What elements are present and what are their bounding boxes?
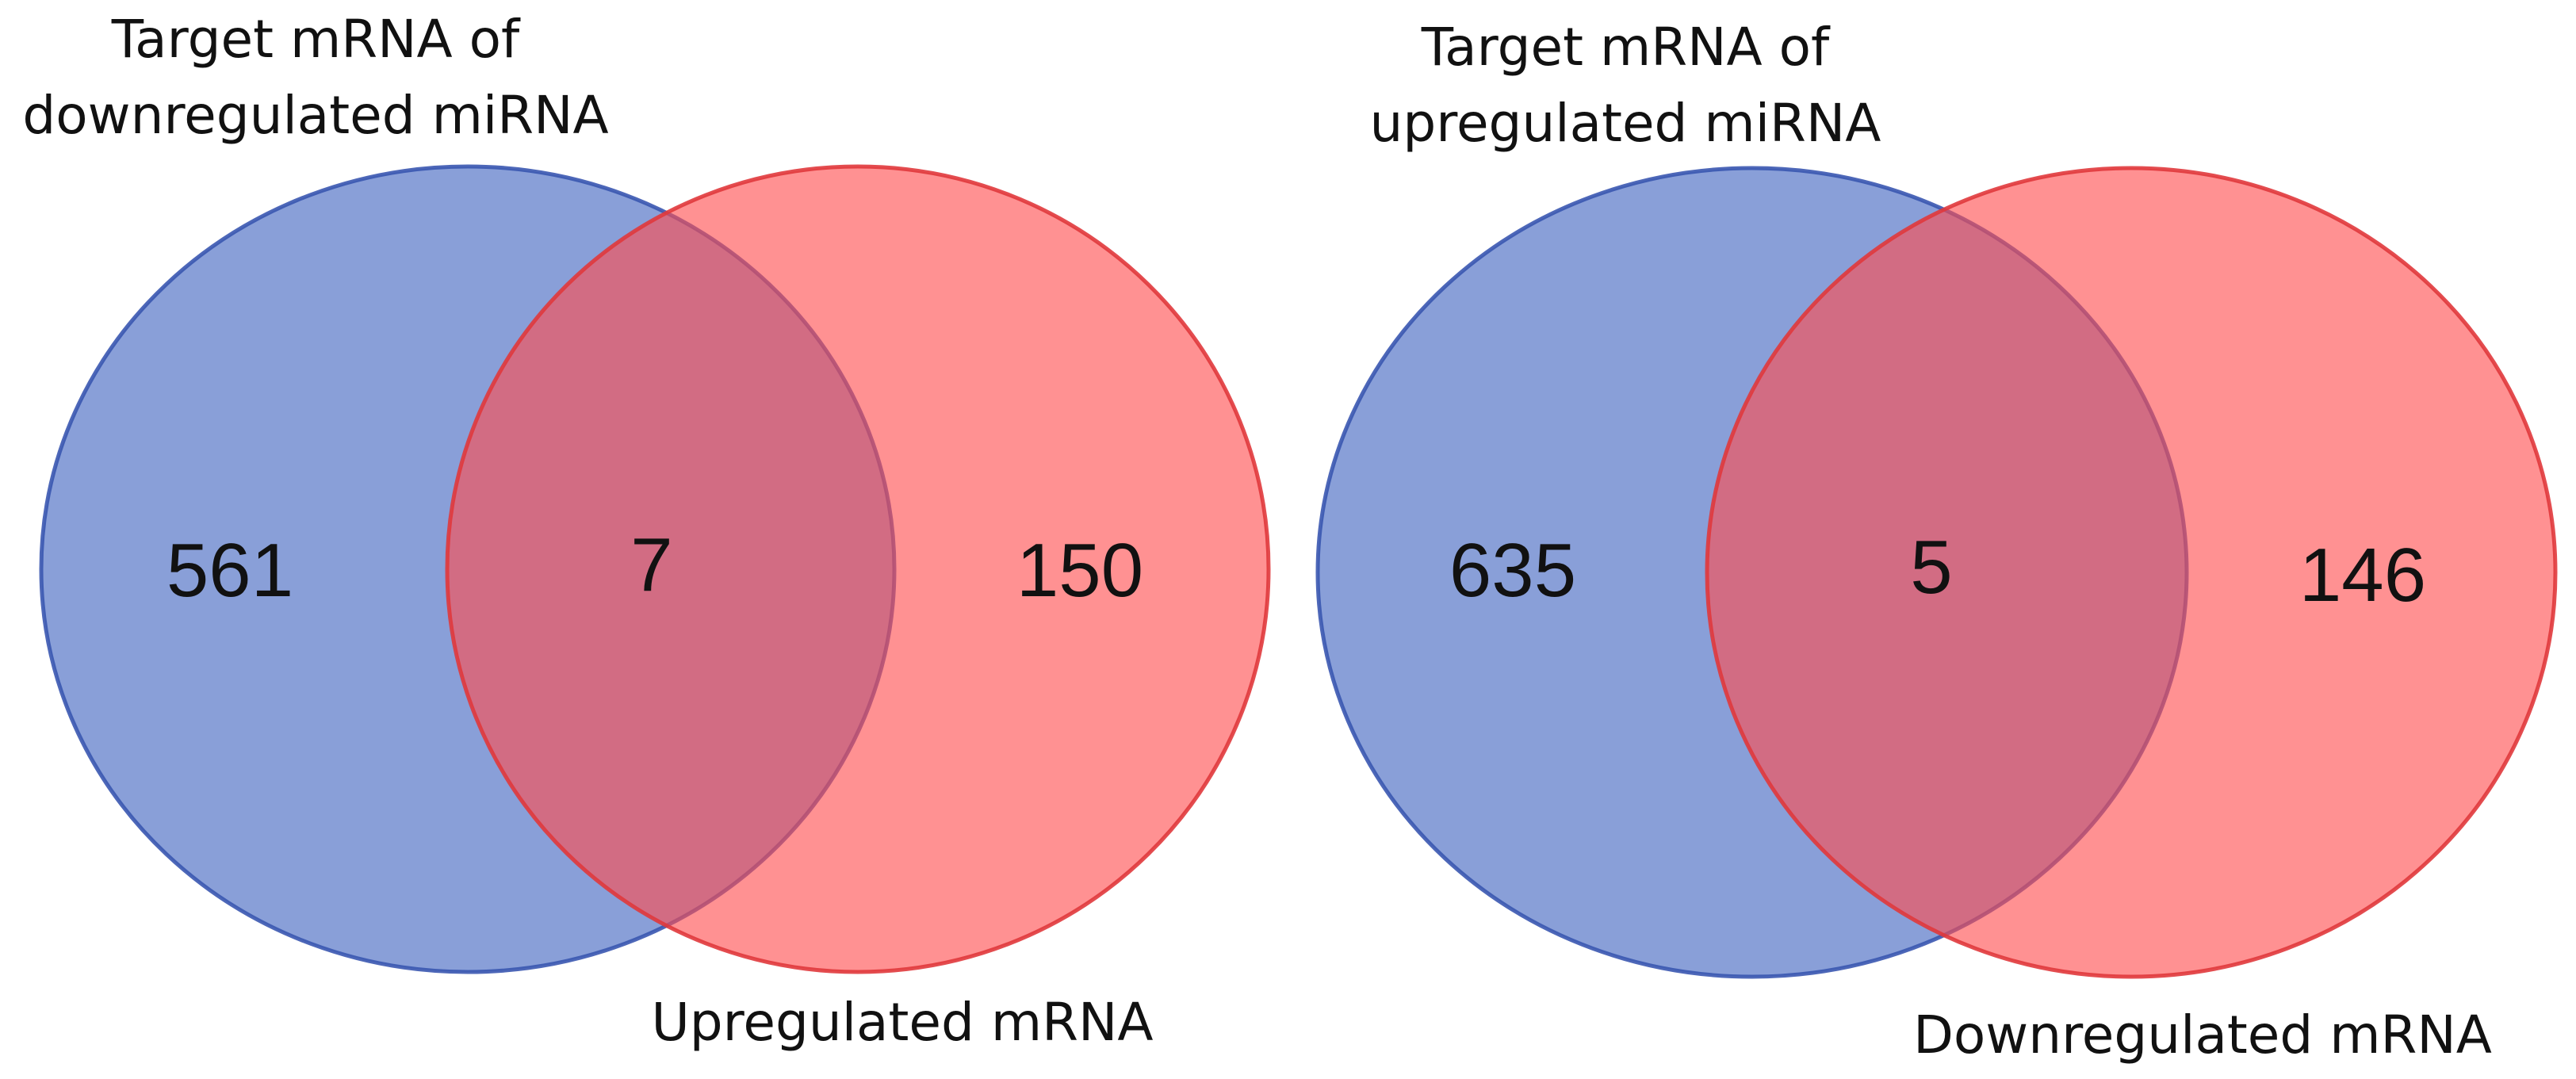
venn-left: Target mRNA of downregulated miRNA Upreg… — [22, 9, 1271, 1053]
venn-right-only-b-count: 146 — [2299, 533, 2426, 618]
venn-right-set-a-label-line1: Target mRNA of — [1421, 17, 1831, 78]
venn-left-set-b-label: Upregulated mRNA — [651, 992, 1153, 1053]
venn-left-set-b-circle — [445, 164, 1271, 974]
venn-left-set-a-label-line2: downregulated miRNA — [22, 85, 608, 146]
venn-left-intersection-count: 7 — [630, 522, 672, 607]
venn-left-set-a-label-line1: Target mRNA of — [111, 9, 521, 70]
venn-left-only-b-count: 150 — [1016, 528, 1143, 613]
venn-right-intersection-count: 5 — [1910, 525, 1952, 610]
venn-right-set-b-circle — [1705, 166, 2558, 979]
venn-right-set-b-label: Downregulated mRNA — [1913, 1004, 2492, 1066]
venn-right-set-a-label-line2: upregulated miRNA — [1370, 93, 1881, 154]
venn-left-only-a-count: 561 — [167, 528, 293, 613]
venn-right-only-a-count: 635 — [1449, 528, 1576, 613]
venn-right: Target mRNA of upregulated miRNA Downreg… — [1315, 17, 2558, 1066]
